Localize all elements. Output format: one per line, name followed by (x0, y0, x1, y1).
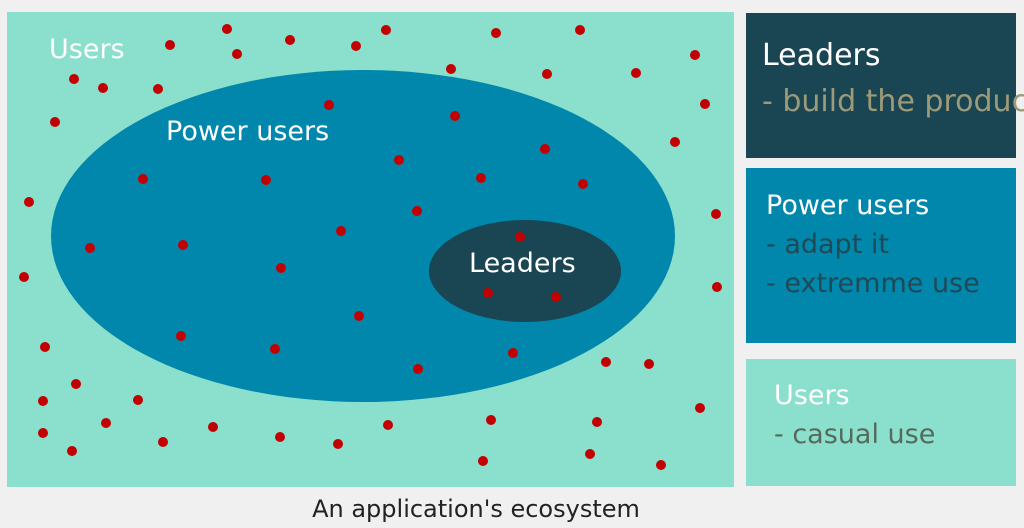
user-dot (69, 74, 79, 84)
user-dot (138, 174, 148, 184)
user-dot (178, 240, 188, 250)
user-dot (354, 311, 364, 321)
user-dot (491, 28, 501, 38)
user-dot (38, 396, 48, 406)
user-dot (690, 50, 700, 60)
user-dot (101, 418, 111, 428)
user-dots (19, 24, 722, 470)
user-dot (351, 41, 361, 51)
legend-users-line: - casual use (774, 419, 936, 450)
user-dot (585, 449, 595, 459)
user-dot (276, 263, 286, 273)
user-dot (98, 83, 108, 93)
user-dot (381, 25, 391, 35)
legend-users-panel: Users - casual use (746, 359, 1016, 486)
user-dot (476, 173, 486, 183)
user-dot (85, 243, 95, 253)
user-dot (275, 432, 285, 442)
user-dot (24, 197, 34, 207)
legend-users-title: Users (774, 380, 850, 411)
user-dot (700, 99, 710, 109)
user-dot (67, 446, 77, 456)
user-dot (19, 272, 29, 282)
user-dot (270, 344, 280, 354)
legend-leaders-title: Leaders (762, 38, 881, 73)
user-dot (333, 439, 343, 449)
user-dot (222, 24, 232, 34)
leaders-region (429, 220, 621, 322)
user-dot (50, 117, 60, 127)
users-region-label: Users (49, 34, 125, 65)
power-users-region-label: Power users (166, 116, 330, 147)
user-dot (413, 364, 423, 374)
user-dot (38, 428, 48, 438)
user-dot (208, 422, 218, 432)
user-dot (578, 179, 588, 189)
user-dot (412, 206, 422, 216)
user-dot (324, 100, 334, 110)
legend-power-users-panel: Power users - adapt it - extremme use (746, 168, 1016, 343)
user-dot (551, 292, 561, 302)
user-dot (711, 209, 721, 219)
diagram-caption: An application's ecosystem (312, 495, 640, 523)
user-dot (486, 415, 496, 425)
user-dot (394, 155, 404, 165)
ecosystem-diagram: Users Power users Leaders (7, 12, 734, 487)
user-dot (575, 25, 585, 35)
legend-leaders-panel: Leaders - build the product (746, 13, 1024, 158)
user-dot (71, 379, 81, 389)
user-dot (695, 403, 705, 413)
legend-power-users-line-1: - adapt it (766, 229, 889, 260)
leaders-region-label: Leaders (469, 248, 576, 279)
legend-power-users-title: Power users (766, 190, 930, 221)
user-dot (601, 357, 611, 367)
user-dot (631, 68, 641, 78)
user-dot (176, 331, 186, 341)
user-dot (261, 175, 271, 185)
user-dot (450, 111, 460, 121)
user-dot (165, 40, 175, 50)
user-dot (158, 437, 168, 447)
user-dot (670, 137, 680, 147)
ecosystem-svg (19, 24, 722, 470)
user-dot (712, 282, 722, 292)
user-dot (656, 460, 666, 470)
user-dot (383, 420, 393, 430)
legend-power-users-line-2: - extremme use (766, 268, 980, 299)
legend-leaders-line: - build the product (762, 84, 1024, 119)
user-dot (336, 226, 346, 236)
user-dot (232, 49, 242, 59)
user-dot (153, 84, 163, 94)
user-dot (133, 395, 143, 405)
user-dot (483, 288, 493, 298)
user-dot (40, 342, 50, 352)
user-dot (285, 35, 295, 45)
user-dot (446, 64, 456, 74)
user-dot (542, 69, 552, 79)
user-dot (592, 417, 602, 427)
user-dot (508, 348, 518, 358)
user-dot (540, 144, 550, 154)
user-dot (478, 456, 488, 466)
user-dot (515, 232, 525, 242)
user-dot (644, 359, 654, 369)
